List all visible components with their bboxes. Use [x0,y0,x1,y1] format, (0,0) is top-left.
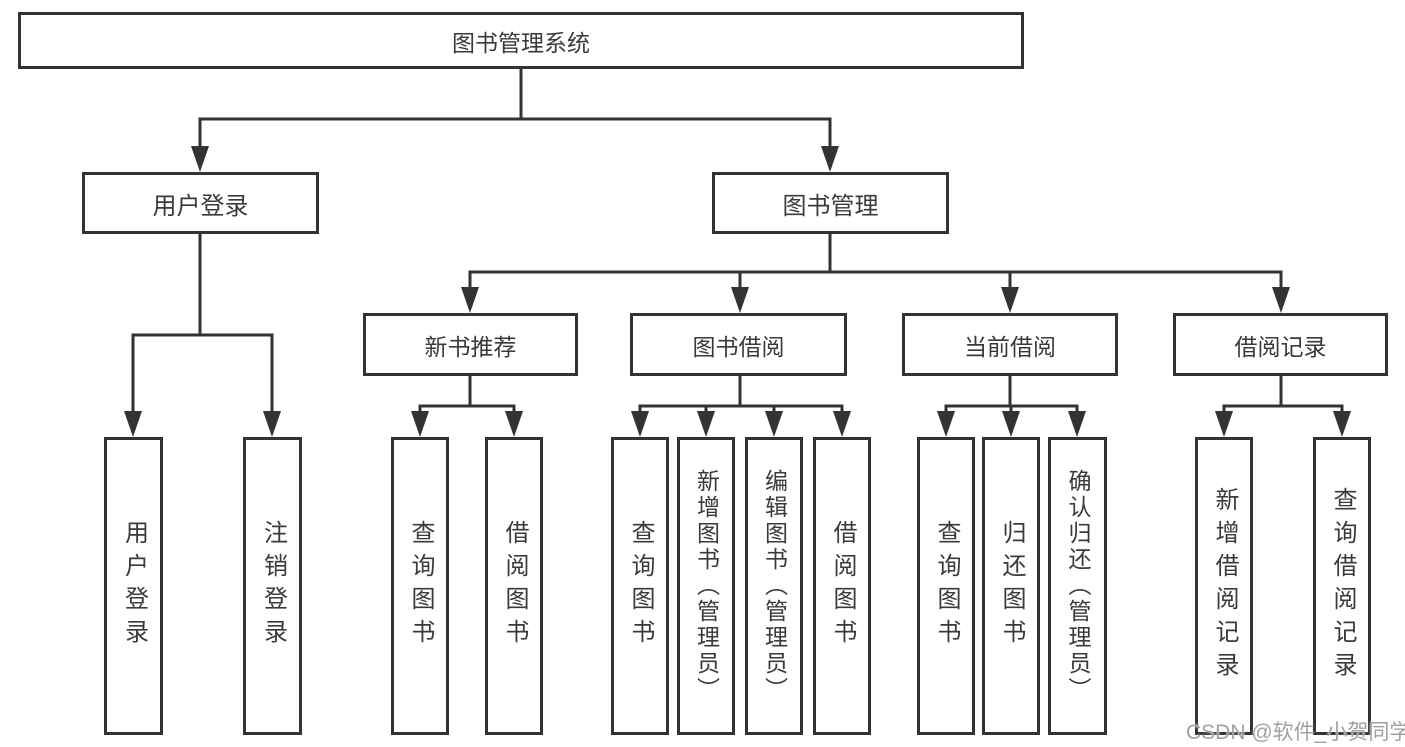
connector-book-management-to-level3 [461,234,1290,313]
leaf-label: 确认归还（管理员） [1065,469,1091,703]
node-user-login: 用户登录 [82,172,319,234]
leaf-label: 借阅图书 [501,520,528,652]
leaf-add-books-admin: 新增图书（管理员） [677,437,735,735]
leaf-label: 查询图书 [407,520,434,652]
leaf-label: 归还图书 [998,520,1025,652]
connector-borrowing-records-to-leaves [1215,376,1351,437]
leaf-label: 查询图书 [627,520,654,652]
node-label: 用户登录 [152,192,249,220]
leaf-borrow-books-recommend: 借阅图书 [485,437,543,735]
leaf-query-books-recommend: 查询图书 [391,437,449,735]
leaf-label: 用户登录 [120,520,148,652]
leaf-label: 查询借阅记录 [1329,487,1356,685]
node-book-management: 图书管理 [712,172,949,234]
node-new-book-recommend: 新书推荐 [363,313,578,376]
node-label: 图书管理系统 [452,29,590,56]
node-borrowing-records: 借阅记录 [1173,313,1388,376]
csdn-watermark: CSDN @软件_小贺同学 [1186,721,1405,744]
node-label: 借阅记录 [1234,333,1327,360]
connector-book-borrowing-to-leaves [631,376,851,437]
leaf-label: 借阅图书 [829,520,856,652]
leaf-label: 查询图书 [933,520,960,652]
connector-user-login-to-leaves [124,234,281,437]
node-book-borrowing: 图书借阅 [630,313,847,376]
leaf-query-books-current: 查询图书 [917,437,975,735]
leaf-label: 新增图书（管理员） [693,469,720,703]
node-label: 当前借阅 [964,333,1056,360]
connector-root-to-level2 [191,68,839,172]
node-label: 图书管理 [782,192,879,220]
leaf-label: 新增借阅记录 [1211,487,1238,685]
leaf-user-login: 用户登录 [104,437,163,735]
leaf-edit-books-admin: 编辑图书（管理员） [745,437,803,735]
connector-current-borrowing-to-leaves [937,376,1086,437]
leaf-query-books-borrowing: 查询图书 [611,437,669,735]
connector-new-book-recommend-to-leaves [411,376,523,437]
leaf-label: 注销登录 [259,520,287,652]
leaf-label: 编辑图书（管理员） [761,469,788,703]
leaf-query-borrow-record: 查询借阅记录 [1313,437,1371,735]
leaf-logout: 注销登录 [243,437,302,735]
node-label: 图书借阅 [692,333,785,360]
leaf-add-borrow-record: 新增借阅记录 [1195,437,1253,735]
node-label: 新书推荐 [424,333,517,360]
leaf-borrow-books: 借阅图书 [813,437,871,735]
leaf-return-books: 归还图书 [982,437,1040,735]
node-current-borrowing: 当前借阅 [902,313,1118,376]
node-library-management-system: 图书管理系统 [18,12,1024,69]
leaf-confirm-return-admin: 确认归还（管理员） [1048,437,1107,735]
